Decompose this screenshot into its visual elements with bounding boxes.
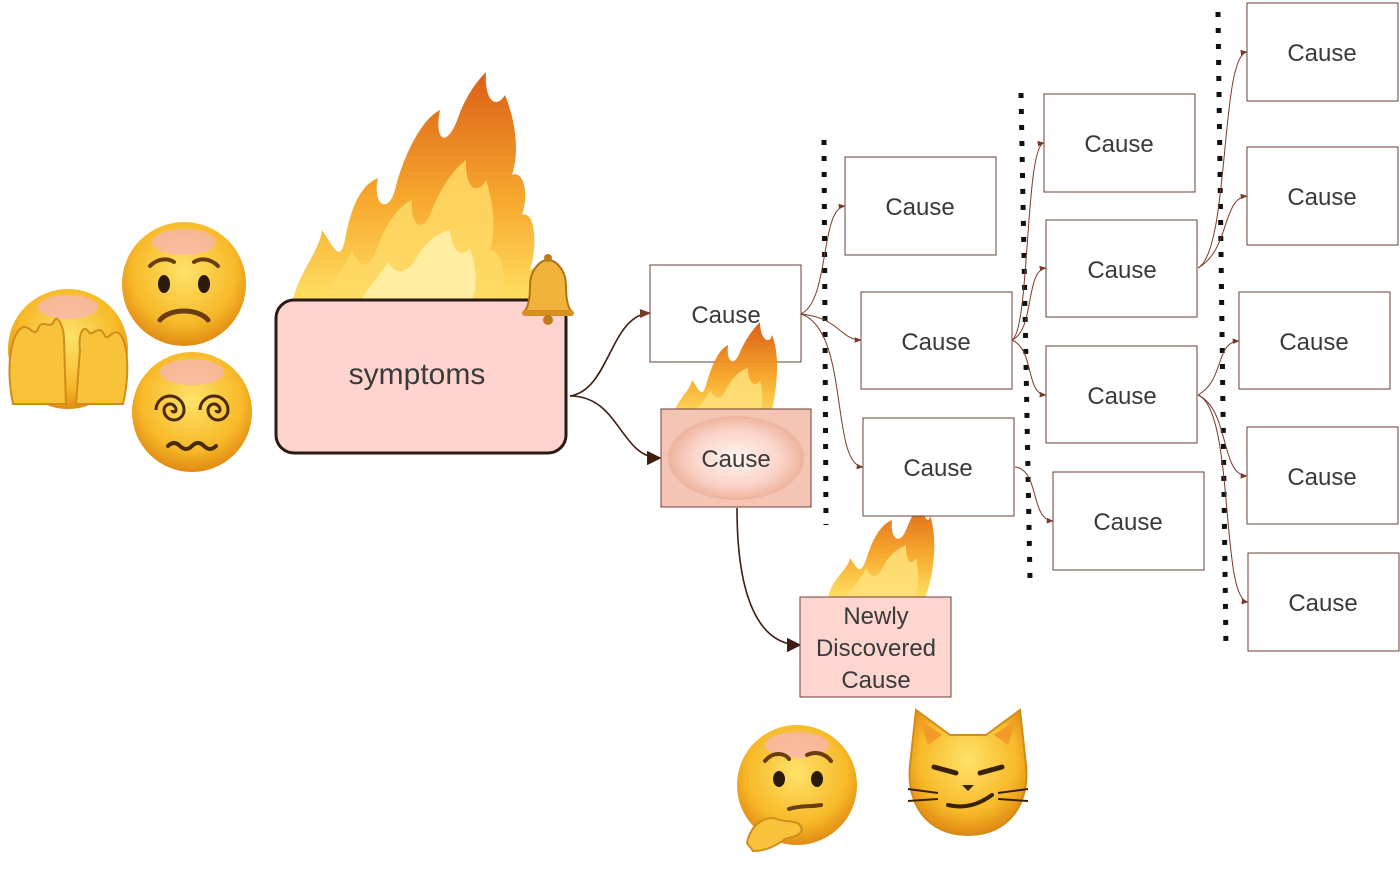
cause-node: Cause — [1043, 93, 1196, 193]
symptoms-node: symptoms — [274, 298, 568, 455]
cause-label: Cause — [1287, 184, 1356, 211]
cause-label: Cause — [1288, 590, 1357, 617]
cause-label: Cause — [903, 455, 972, 482]
cause-label: Cause — [885, 194, 954, 221]
cause-node: Cause — [1238, 291, 1391, 390]
newly-line1: Newly — [843, 603, 908, 630]
worried-face-icon — [122, 222, 246, 346]
cause-node: Cause — [862, 417, 1015, 517]
newly-line2: Discovered — [816, 635, 936, 662]
bell-icon — [521, 254, 575, 325]
cause-node: Cause — [844, 156, 997, 256]
newly-discovered-cause-node: Newly Discovered Cause — [799, 596, 952, 698]
cause-node: Cause — [649, 264, 802, 363]
hands-over-eyes-icon — [8, 289, 129, 409]
cause-label: Cause — [1084, 131, 1153, 158]
cause-label: Cause — [1093, 509, 1162, 536]
cause-label: Cause — [1087, 383, 1156, 410]
cause-node: Cause — [1045, 345, 1198, 444]
cause-node: Cause — [1246, 2, 1399, 102]
cause-node: Cause — [1052, 471, 1205, 571]
cause-label: Cause — [901, 329, 970, 356]
cause-label: Cause — [691, 302, 760, 329]
cause-node: Cause — [1246, 426, 1399, 525]
cause-label: Cause — [1087, 257, 1156, 284]
cause-label: Cause — [1287, 464, 1356, 491]
newly-line3: Cause — [841, 667, 910, 694]
fire-icon — [828, 498, 935, 598]
thinking-face-icon — [737, 725, 857, 853]
dizzy-face-icon — [132, 352, 252, 472]
fire-icon — [292, 72, 542, 302]
cause-label: Cause — [701, 446, 770, 473]
edges — [569, 49, 1249, 653]
cause-node: Cause — [1045, 219, 1198, 318]
cause-node: Cause — [860, 291, 1013, 390]
cause-node: Cause — [1247, 552, 1400, 652]
cause-label: Cause — [1279, 329, 1348, 356]
symptoms-label: symptoms — [349, 358, 486, 391]
column-separators — [821, 11, 1229, 651]
cause-label: Cause — [1287, 40, 1356, 67]
cause-node: Cause — [1246, 146, 1399, 246]
hot-cause-node: Cause — [660, 408, 812, 508]
fire-icon — [672, 322, 778, 420]
smirking-cat-icon — [907, 708, 1029, 837]
